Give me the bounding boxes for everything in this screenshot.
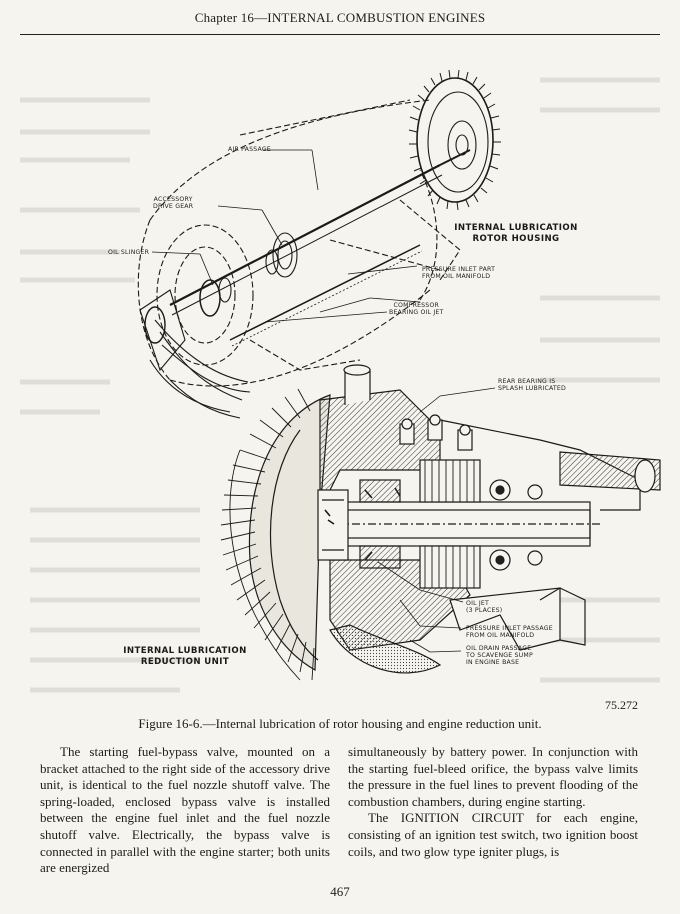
label-line: ACCESSORY (153, 196, 193, 203)
paragraph: The starting fuel-bypass valve, mounted … (40, 744, 330, 876)
rotor-housing-drawing (137, 77, 494, 419)
figure-16-6: AIR PASSAGE ACCESSORY DRIVE GEAR OIL SLI… (0, 40, 680, 720)
label-line: INTERNAL LUBRICATION (123, 646, 247, 656)
label-line: COMPRESSOR (393, 302, 440, 309)
figure-reference-number: 75.272 (605, 698, 638, 712)
label-oil-jet: OIL JET (3 PLACES) (466, 600, 502, 614)
body-right-column: simultaneously by battery power. In conj… (348, 744, 638, 860)
body-left-column: The starting fuel-bypass valve, mounted … (40, 744, 330, 877)
label-reduction-unit: INTERNAL LUBRICATION REDUCTION UNIT (110, 646, 260, 668)
label-line: IN ENGINE BASE (466, 659, 520, 667)
label-compressor-bearing-oil-jet: COMPRESSOR BEARING OIL JET (389, 302, 444, 316)
label-line: FROM OIL MANIFOLD (466, 632, 535, 640)
page-header: Chapter 16—INTERNAL COMBUSTION ENGINES (194, 10, 486, 25)
label-line: (3 PLACES) (466, 607, 503, 615)
label-pressure-inlet-part: PRESSURE INLET PART FROM OIL MANIFOLD (422, 266, 495, 280)
label-rear-bearing: REAR BEARING IS SPLASH LUBRICATED (498, 378, 566, 392)
label-line: INTERNAL LUBRICATION (454, 223, 578, 233)
label-line: PRESSURE INLET PASSAGE (466, 625, 553, 632)
bevel-gear-teeth (220, 388, 315, 681)
paragraph: The IGNITION CIRCUIT for each engine, co… (348, 810, 638, 859)
label-line: TO SCAVENGE SUMP (466, 652, 533, 660)
page-number: 467 (330, 884, 350, 899)
label-line: PRESSURE INLET PART (422, 266, 496, 273)
leader-lines (151, 149, 496, 653)
label-line: OIL DRAIN PASSAGE (466, 645, 532, 652)
header-rule (20, 34, 660, 35)
figure-caption: Figure 16-6.—Internal lubrication of rot… (138, 716, 542, 731)
label-air-passage: AIR PASSAGE (228, 146, 271, 153)
paragraph: simultaneously by battery power. In conj… (348, 744, 638, 809)
label-line: SPLASH LUBRICATED (498, 385, 566, 393)
label-line: DRIVE GEAR (153, 203, 194, 211)
label-oil-slinger: OIL SLINGER (108, 249, 150, 256)
turbine-gear-teeth (408, 69, 501, 211)
label-line: OIL JET (466, 600, 490, 607)
label-line: REDUCTION UNIT (140, 657, 230, 667)
label-line: ROTOR HOUSING (472, 234, 560, 244)
label-line: BEARING OIL JET (389, 309, 444, 317)
reduction-unit-drawing (248, 364, 661, 674)
label-line: FROM OIL MANIFOLD (422, 273, 491, 281)
engine-illustration (20, 69, 661, 693)
label-pressure-inlet-passage: PRESSURE INLET PASSAGE FROM OIL MANIFOLD (466, 625, 553, 639)
label-line: REAR BEARING IS (498, 378, 556, 385)
label-oil-drain-passage: OIL DRAIN PASSAGE TO SCAVENGE SUMP IN EN… (466, 645, 533, 667)
label-rotor-housing: INTERNAL LUBRICATION ROTOR HOUSING (436, 223, 596, 245)
label-accessory-drive-gear: ACCESSORY DRIVE GEAR (153, 196, 193, 210)
